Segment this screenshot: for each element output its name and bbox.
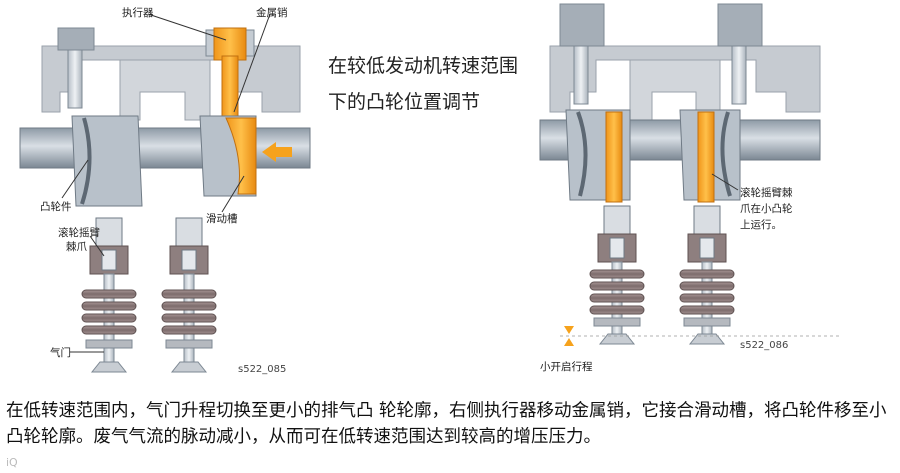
actuator-right-b (717, 3, 763, 47)
description-text: 在低转速范围内，气门升程切换至更小的排气凸 轮轮廓，右侧执行器移动金属销，它接合… (6, 401, 887, 447)
label-cam-piece: 凸轮件 (40, 200, 72, 213)
note-line-2: 爪在小凸轮 (740, 202, 793, 215)
cam-piece-left (71, 115, 143, 207)
actuator-right-a (559, 3, 605, 47)
valve-assembly-left-2 (161, 217, 217, 373)
housing-bridge (119, 59, 211, 121)
actuator-left-pin (67, 49, 83, 109)
camshaft (19, 127, 311, 169)
small-lift-arrow-up (564, 338, 574, 346)
watermark: iQ (6, 456, 18, 469)
label-small-lift: 小开启行程 (540, 360, 593, 373)
figure-id-right: s522_086 (740, 340, 788, 351)
cam-groove-right-b (720, 111, 732, 197)
note-line-3: 上运行。 (740, 218, 782, 231)
label-metal-pin: 金属销 (256, 6, 288, 19)
label-valve: 气门 (50, 346, 71, 359)
left-figure: 执行器 金属销 凸轮件 滑动槽 滚轮摇臂 棘爪 气门 s522_085 (19, 6, 311, 375)
valve-assembly-left-1 (81, 217, 137, 373)
sliding-groove (225, 117, 257, 195)
label-roller-rocker: 滚轮摇臂 (58, 226, 100, 239)
label-sliding-groove: 滑动槽 (206, 213, 238, 225)
diagram-title: 在较低发动机转速范围下的凸轮位置调节 (328, 55, 519, 113)
push-arrow (262, 142, 292, 162)
label-actuator: 执行器 (122, 6, 154, 19)
actuator-right-b-pin (731, 45, 747, 105)
cam-groove-left (80, 117, 92, 205)
cam-groove-right-a (576, 111, 588, 197)
small-cam-b (697, 111, 715, 203)
label-roller-rocker-2: 棘爪 (66, 241, 87, 253)
metal-pin (221, 55, 239, 121)
small-lift-arrow-down (564, 326, 574, 334)
figure-id-left: s522_085 (238, 364, 286, 375)
cam-adjust-diagram: 执行器 金属销 凸轮件 滑动槽 滚轮摇臂 棘爪 气门 s522_085 (19, 3, 840, 375)
valve-assembly-right-2 (679, 205, 735, 345)
right-figure: 滚轮摇臂棘 爪在小凸轮 上运行。 小开启行程 s522_086 (539, 3, 840, 373)
actuator-right-orange (213, 27, 247, 61)
valve-assembly-right-1 (589, 205, 645, 345)
actuator-right-a-pin (573, 45, 589, 105)
note-line-1: 滚轮摇臂棘 (740, 186, 793, 199)
actuator-left-body (57, 27, 95, 51)
small-cam-a (605, 111, 623, 203)
